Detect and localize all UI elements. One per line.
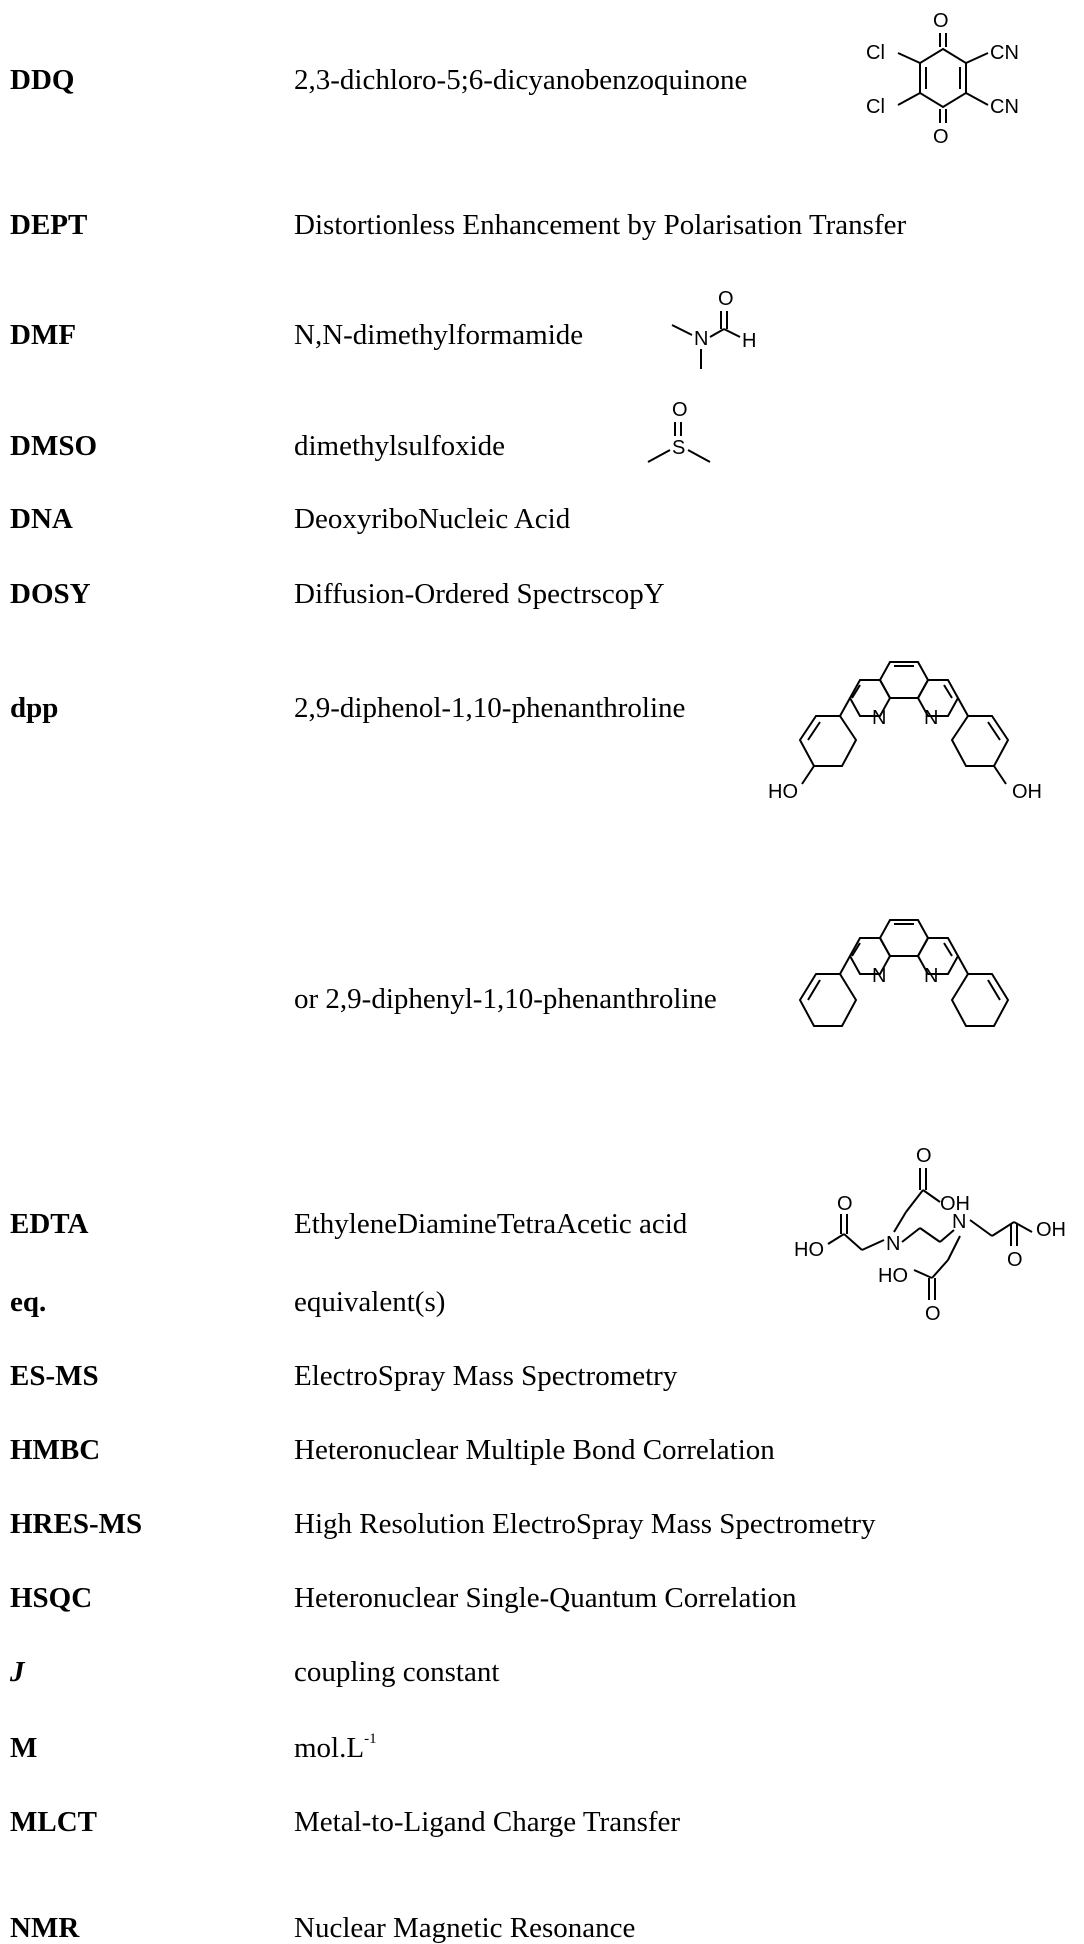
atom-label: O (718, 288, 734, 310)
dpp-phenol-structure: N N HO OH (768, 661, 1042, 803)
definition: Distortionless Enhancement by Polarisati… (294, 209, 907, 241)
atom-label: HO (768, 781, 798, 803)
abbr: DEPT (10, 209, 88, 241)
atom-label: HO (878, 1265, 908, 1287)
atom-label: N (924, 707, 938, 729)
abbr: HMBC (10, 1434, 101, 1466)
atom-label: CN (990, 96, 1019, 118)
abbr: eq. (10, 1286, 47, 1318)
abbr: DNA (10, 503, 73, 535)
definition: High Resolution ElectroSpray Mass Spectr… (294, 1508, 876, 1540)
definition-superscript: -1 (364, 1731, 377, 1747)
atom-label: O (933, 10, 949, 32)
atom-label: N (872, 707, 886, 729)
atom-label: N (924, 965, 938, 987)
atom-label: OH (1036, 1219, 1066, 1241)
abbr: HRES-MS (10, 1508, 143, 1540)
atom-label: S (672, 437, 685, 459)
abbr: MLCT (10, 1806, 97, 1838)
dpp-phenyl-structure: N N (798, 919, 1010, 1027)
atom-label: H (742, 330, 756, 352)
definition: mol.L-1 (294, 1731, 377, 1764)
definition: Heteronuclear Single-Quantum Correlation (294, 1582, 797, 1614)
abbr: J (10, 1656, 25, 1688)
atom-label: O (925, 1303, 941, 1325)
atom-label: Cl (866, 96, 885, 118)
definition: ElectroSpray Mass Spectrometry (294, 1360, 678, 1392)
atom-label: OH (1012, 781, 1042, 803)
definition: Diffusion-Ordered SpectrscopY (294, 578, 665, 610)
ddq-structure: O O Cl Cl CN CN (866, 10, 1019, 148)
atom-label: OH (940, 1193, 970, 1215)
abbr: DMSO (10, 430, 97, 462)
definition: dimethylsulfoxide (294, 430, 506, 462)
atom-label: N (886, 1233, 900, 1255)
atom-label: N (872, 965, 886, 987)
definition: Nuclear Magnetic Resonance (294, 1912, 636, 1944)
abbr: DMF (10, 319, 77, 351)
definition: Heteronuclear Multiple Bond Correlation (294, 1434, 775, 1466)
definition: or 2,9-diphenyl-1,10-phenanthroline (294, 983, 717, 1015)
abbr: M (10, 1732, 38, 1764)
definition-text: mol.L (294, 1732, 365, 1764)
definition: Metal-to-Ligand Charge Transfer (294, 1806, 681, 1838)
dmso-structure: O S (647, 399, 711, 463)
definition: equivalent(s) (294, 1286, 446, 1318)
atom-label: O (1007, 1249, 1023, 1271)
atom-label: O (672, 399, 688, 421)
abbr: DDQ (10, 64, 75, 96)
atom-label: N (694, 328, 708, 350)
definition: 2,9-diphenol-1,10-phenanthroline (294, 692, 686, 724)
definition: 2,3-dichloro-5;6-dicyanobenzoquinone (294, 64, 748, 96)
abbr: NMR (10, 1912, 80, 1944)
atom-label: O (837, 1193, 853, 1215)
atom-label: CN (990, 42, 1019, 64)
abbr: HSQC (10, 1582, 93, 1614)
abbr: ES-MS (10, 1360, 99, 1392)
definition: DeoxyriboNucleic Acid (294, 503, 571, 535)
edta-structure: O OH N HO O N OH O HO O (794, 1145, 1066, 1325)
abbr: DOSY (10, 578, 91, 610)
abbr: dpp (10, 692, 59, 724)
definition: EthyleneDiamineTetraAcetic acid (294, 1208, 688, 1240)
atom-label: Cl (866, 42, 885, 64)
atom-label: HO (794, 1239, 824, 1261)
atom-label: N (952, 1211, 966, 1233)
atom-label: O (933, 126, 949, 148)
definition: N,N-dimethylformamide (294, 319, 584, 351)
dmf-structure: O N H (671, 288, 756, 369)
abbr: EDTA (10, 1208, 89, 1240)
definition: coupling constant (294, 1656, 500, 1688)
atom-label: O (916, 1145, 932, 1167)
